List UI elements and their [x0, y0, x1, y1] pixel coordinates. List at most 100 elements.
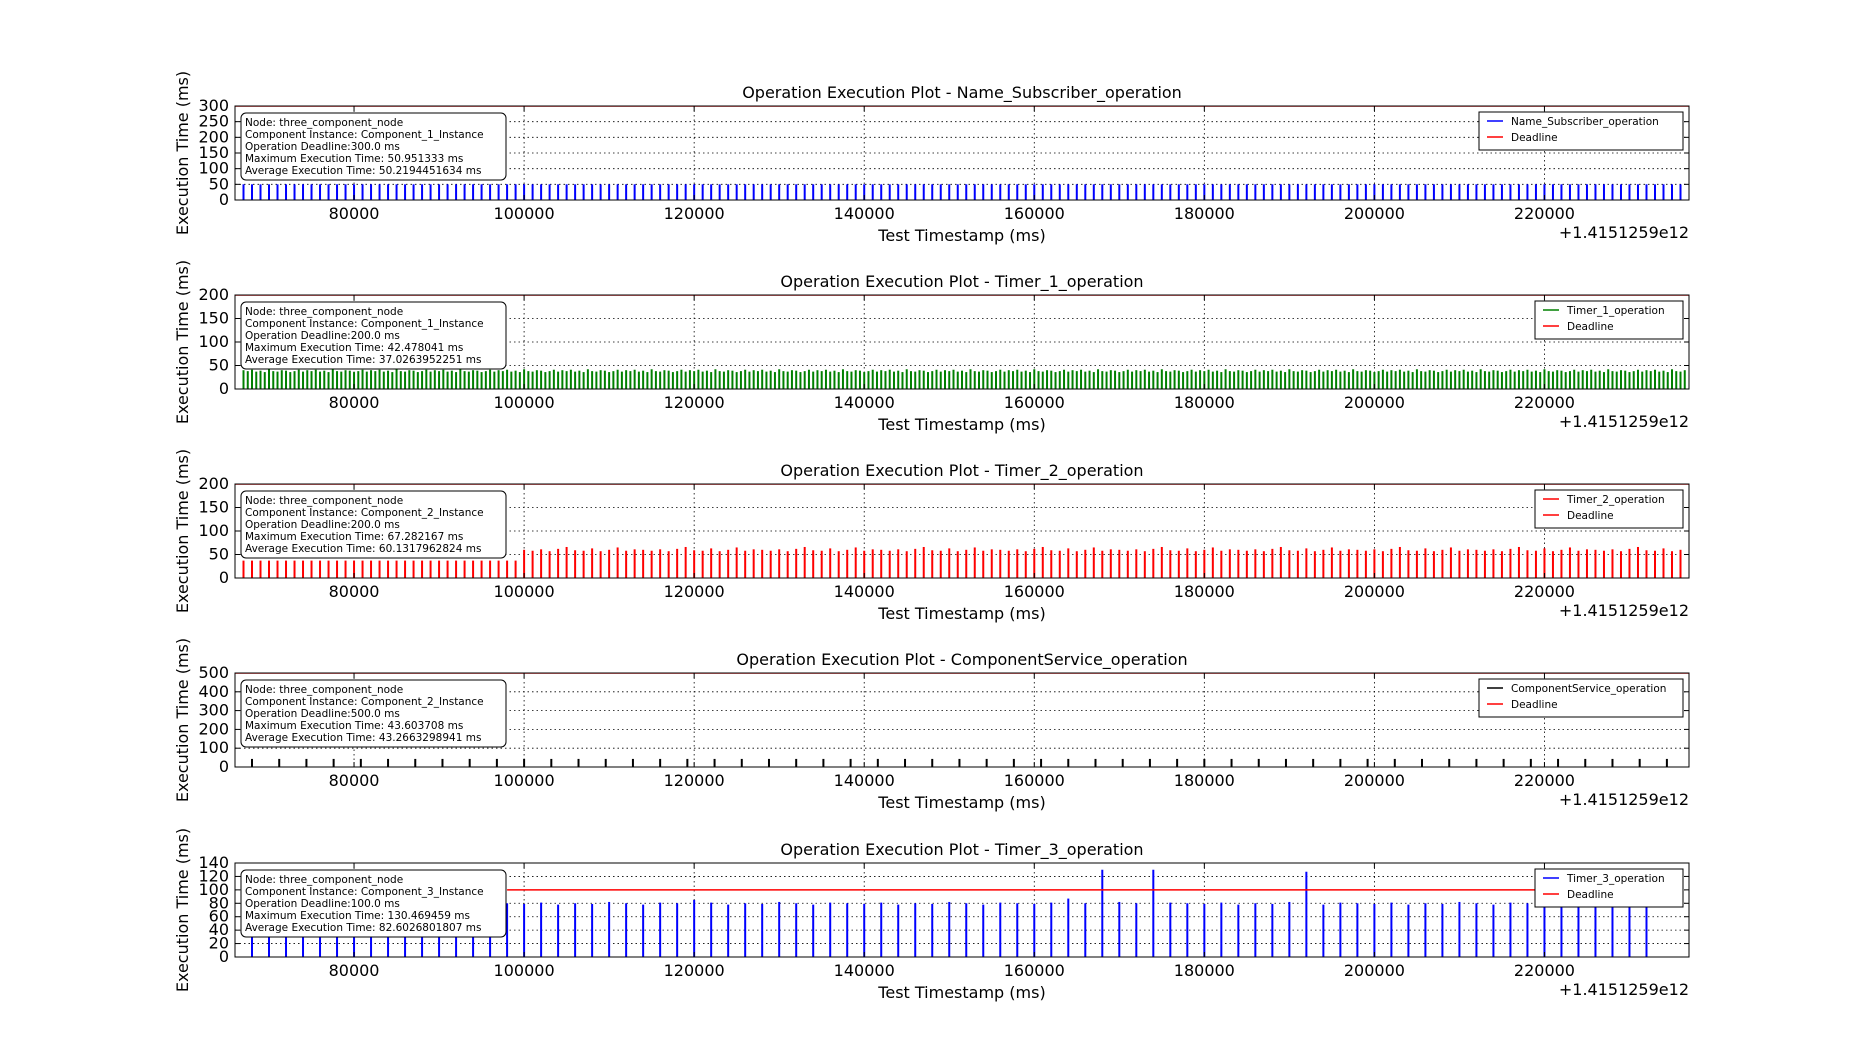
info-max: Maximum Execution Time: 130.469459 ms — [245, 910, 470, 922]
legend-label: Deadline — [1567, 510, 1614, 522]
legend-frame — [1478, 678, 1684, 718]
info-max: Maximum Execution Time: 42.478041 ms — [245, 342, 463, 354]
data-area — [251, 869, 1648, 957]
x-tick-label: 100000 — [494, 961, 555, 980]
x-tick-label: 180000 — [1174, 393, 1235, 412]
info-node: Node: three_component_node — [245, 306, 403, 318]
subplot-1: Operation Execution Plot - Name_Subscrib… — [173, 71, 1690, 245]
plot-frame — [234, 672, 1690, 768]
info-node: Node: three_component_node — [245, 684, 403, 696]
x-tick-label: 200000 — [1344, 582, 1405, 601]
series-Name_Subscriber_operation — [242, 184, 1682, 200]
info-box-frame — [240, 301, 507, 370]
x-tick-label: 220000 — [1514, 393, 1575, 412]
legend-label: Timer_2_operation — [1566, 494, 1665, 506]
y-tick-label: 0 — [219, 379, 229, 398]
legend-label: Name_Subscriber_operation — [1511, 116, 1659, 128]
x-tick-label: 140000 — [834, 393, 895, 412]
legend-frame — [1534, 868, 1684, 908]
x-tick-label: 100000 — [494, 393, 555, 412]
x-axis-label: Test Timestamp (ms) — [877, 415, 1045, 434]
info-instance: Component Instance: Component_1_Instance — [245, 129, 484, 141]
legend-frame — [1534, 489, 1684, 529]
info-box-frame — [240, 112, 507, 181]
info-instance: Component Instance: Component_1_Instance — [245, 318, 484, 330]
y-tick-label: 100 — [198, 880, 229, 899]
info-deadline: Operation Deadline:200.0 ms — [245, 519, 400, 531]
info-max: Maximum Execution Time: 67.282167 ms — [245, 531, 463, 543]
y-tick-label: 200 — [198, 719, 229, 738]
info-node: Node: three_component_node — [245, 874, 403, 886]
x-tick-label: 120000 — [664, 961, 725, 980]
x-tick-label: 160000 — [1004, 204, 1065, 223]
y-tick-label: 120 — [198, 866, 229, 885]
y-tick-label: 0 — [219, 568, 229, 587]
y-tick-label: 200 — [198, 127, 229, 146]
x-tick-label: 120000 — [664, 582, 725, 601]
y-tick-label: 0 — [219, 757, 229, 776]
info-box-frame — [240, 869, 507, 938]
series-Timer_3_operation — [251, 869, 1648, 957]
plot-title: Operation Execution Plot - Name_Subscrib… — [742, 83, 1182, 103]
y-tick-label: 250 — [198, 112, 229, 131]
info-avg: Average Execution Time: 82.6026801807 ms — [245, 922, 481, 934]
y-tick-label: 100 — [198, 159, 229, 178]
subplot-2: Operation Execution Plot - Timer_1_opera… — [173, 260, 1690, 434]
x-axis-label: Test Timestamp (ms) — [877, 604, 1045, 623]
series-Timer_1_operation — [242, 369, 1686, 389]
plot-frame — [234, 862, 1690, 958]
x-tick-label: 200000 — [1344, 204, 1405, 223]
x-tick-label: 80000 — [329, 961, 380, 980]
legend-label: Deadline — [1567, 321, 1614, 333]
info-node: Node: three_component_node — [245, 117, 403, 129]
y-axis-label: Execution Time (ms) — [173, 71, 192, 235]
info-max: Maximum Execution Time: 43.603708 ms — [245, 720, 463, 732]
plot-title: Operation Execution Plot - Timer_1_opera… — [780, 272, 1143, 292]
x-tick-label: 220000 — [1514, 204, 1575, 223]
x-axis-label: Test Timestamp (ms) — [877, 793, 1045, 812]
info-instance: Component Instance: Component_2_Instance — [245, 507, 484, 519]
x-axis-label: Test Timestamp (ms) — [877, 983, 1045, 1002]
x-tick-label: 140000 — [834, 204, 895, 223]
y-tick-label: 50 — [209, 545, 229, 564]
x-tick-label: 220000 — [1514, 771, 1575, 790]
data-area — [235, 106, 1689, 200]
x-tick-label: 180000 — [1174, 204, 1235, 223]
subplot-5: Operation Execution Plot - Timer_3_opera… — [173, 828, 1690, 1002]
y-tick-label: 100 — [198, 332, 229, 351]
info-avg: Average Execution Time: 50.2194451634 ms — [245, 165, 481, 177]
x-tick-label: 140000 — [834, 582, 895, 601]
data-area — [235, 295, 1689, 389]
info-avg: Average Execution Time: 43.2663298941 ms — [245, 732, 481, 744]
subplot-4: Operation Execution Plot - ComponentServ… — [173, 638, 1690, 812]
x-tick-label: 120000 — [664, 393, 725, 412]
x-tick-label: 160000 — [1004, 393, 1065, 412]
plot-title: Operation Execution Plot - Timer_2_opera… — [780, 461, 1143, 481]
x-offset-label: +1.4151259e12 — [1559, 980, 1689, 999]
x-tick-label: 100000 — [494, 204, 555, 223]
legend-label: Timer_1_operation — [1566, 305, 1665, 317]
x-tick-label: 180000 — [1174, 771, 1235, 790]
x-tick-label: 200000 — [1344, 393, 1405, 412]
data-area — [235, 484, 1689, 578]
y-tick-label: 0 — [219, 947, 229, 966]
legend-label: Timer_3_operation — [1566, 873, 1665, 885]
y-tick-label: 60 — [209, 907, 229, 926]
info-deadline: Operation Deadline:500.0 ms — [245, 708, 400, 720]
x-tick-label: 80000 — [329, 204, 380, 223]
x-tick-label: 100000 — [494, 582, 555, 601]
y-tick-label: 150 — [198, 143, 229, 162]
series-ComponentService_operation — [251, 758, 1668, 767]
x-offset-label: +1.4151259e12 — [1559, 601, 1689, 620]
x-tick-label: 200000 — [1344, 961, 1405, 980]
x-tick-label: 80000 — [329, 771, 380, 790]
info-deadline: Operation Deadline:100.0 ms — [245, 898, 400, 910]
y-tick-label: 150 — [198, 498, 229, 517]
y-tick-label: 0 — [219, 190, 229, 209]
x-tick-label: 120000 — [664, 204, 725, 223]
